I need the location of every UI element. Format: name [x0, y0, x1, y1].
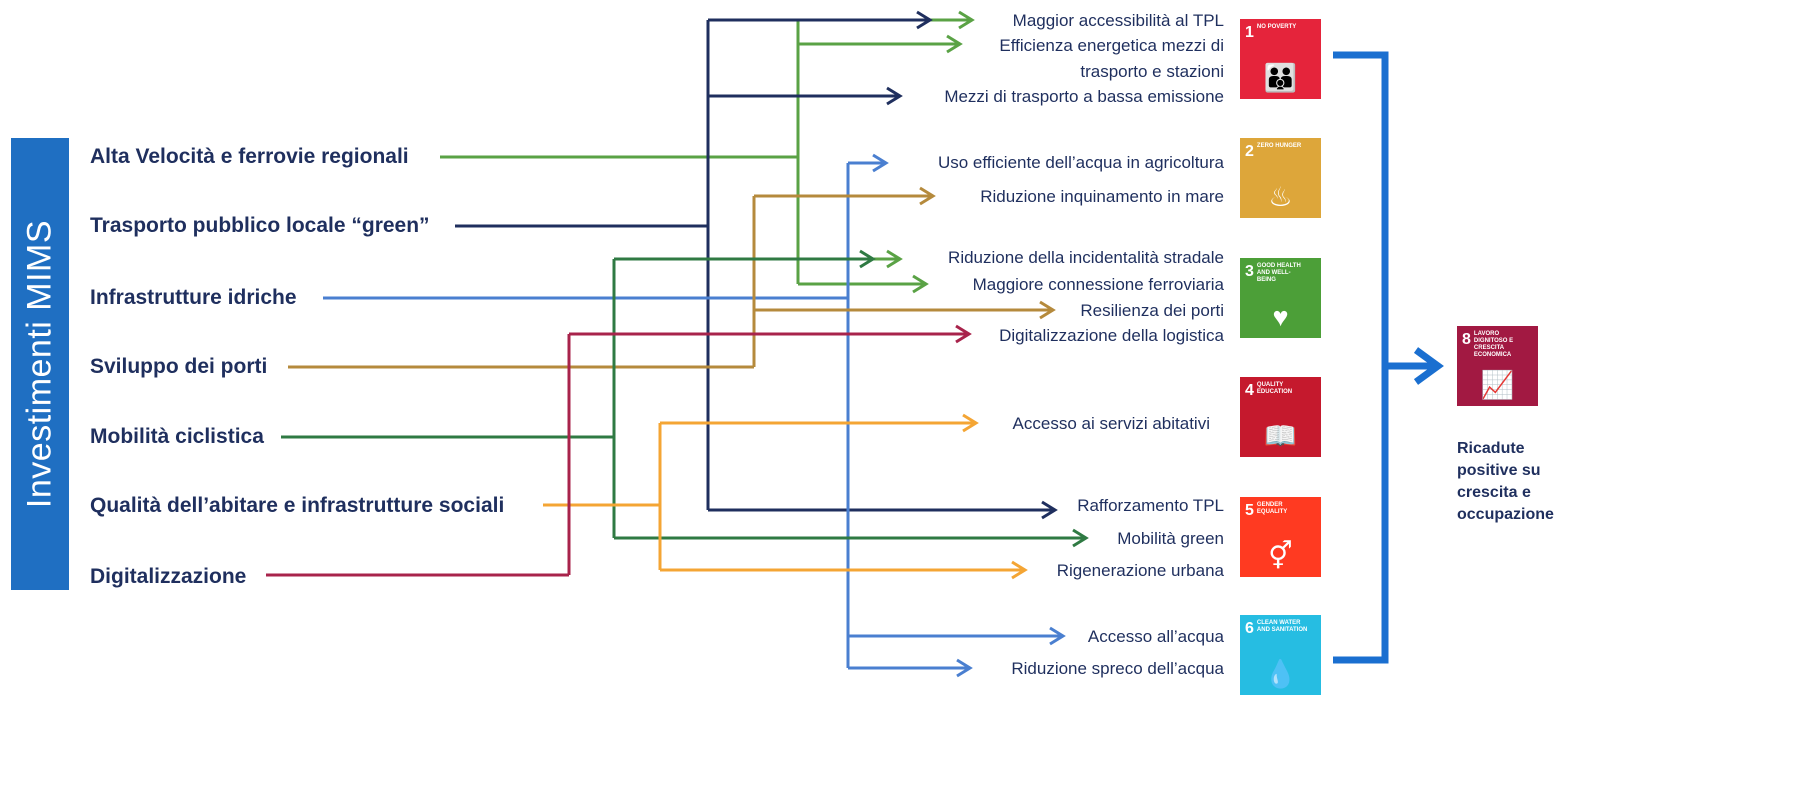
result-label-line: Ricadute [1457, 440, 1525, 457]
sdg-title: ZERO HUNGER [1256, 143, 1302, 149]
branch-arrow-head [916, 10, 933, 30]
sdg-number: 2 [1245, 143, 1254, 160]
investment-label: Digitalizzazione [90, 565, 247, 588]
branch-arrow-head [1039, 300, 1056, 320]
result-label-line: crescita e [1457, 484, 1531, 501]
outcome-label: Efficienza energetica mezzi di [999, 36, 1224, 55]
investment-label: Sviluppo dei porti [90, 355, 268, 378]
side-label: Investimenti MIMS [20, 219, 59, 509]
bracket-line [1333, 51, 1389, 664]
branch-arrow-head [956, 658, 973, 678]
result-label: Ricadute positive su crescita e occupazi… [1457, 438, 1554, 526]
investment-label: Mobilità ciclistica [90, 425, 264, 448]
investment-label: Infrastrutture idriche [90, 286, 297, 309]
outcome-label: Uso efficiente dell’acqua in agricoltura [937, 153, 1224, 172]
branch-arrow-head [912, 274, 929, 294]
outcome-label: Mezzi di trasporto a bassa emissione [944, 87, 1224, 106]
branch-arrow-head [946, 34, 963, 54]
sdg-number: 5 [1245, 502, 1254, 519]
branch-arrow-head [886, 86, 903, 106]
sdg-number: 1 [1245, 24, 1254, 41]
branch-arrow-head [955, 324, 972, 344]
sdg-title: GOOD HEALTH AND WELL-BEING [1256, 263, 1301, 283]
branch-arrow-head [919, 186, 936, 206]
branch-arrow-head [958, 10, 975, 30]
book-icon: 📖 [1263, 421, 1298, 451]
side-label-bar: Investimenti MIMS [11, 138, 69, 590]
sdg-title: NO POVERTY [1256, 24, 1297, 30]
branch-arrow-head [1011, 560, 1028, 580]
branch-arrow-head [1049, 626, 1066, 646]
outcome-label: Accesso all’acqua [1087, 627, 1224, 646]
growth-chart-icon: 📈 [1480, 370, 1515, 400]
outcome-label: Mobilità green [1117, 529, 1224, 548]
outcome-label: Maggiore connessione ferroviaria [972, 275, 1224, 294]
sdg-number: 3 [1245, 263, 1254, 280]
branch-arrow-head [962, 413, 979, 433]
branch-arrow-head [872, 153, 889, 173]
sdg-number: 4 [1245, 382, 1254, 399]
investment-label: Alta Velocità e ferrovie regionali [90, 145, 409, 168]
sdg-title: QUALITY EDUCATION [1256, 382, 1293, 395]
sdg-title: GENDER EQUALITY [1256, 502, 1288, 515]
outcome-label: trasporto e stazioni [1080, 62, 1224, 81]
result-label-line: positive su [1457, 462, 1541, 479]
family-icon: 👪 [1263, 63, 1298, 93]
outcome-label: Resilienza dei porti [1080, 301, 1224, 320]
bowl-icon: ♨ [1268, 182, 1293, 212]
outcome-label: Riduzione inquinamento in mare [980, 187, 1224, 206]
investment-label: Trasporto pubblico locale “green” [90, 214, 430, 237]
branch-arrow-head [1072, 528, 1089, 548]
bracket-arrow-head [1413, 347, 1444, 385]
sdg-number: 8 [1462, 331, 1471, 348]
sdg-number: 6 [1245, 620, 1254, 637]
sdg-title: LAVORO DIGNITOSO E CRESCITA ECONOMICA [1473, 331, 1514, 358]
branch-arrow-head [1041, 500, 1058, 520]
water-drop-icon: 💧 [1263, 659, 1298, 689]
outcome-label: Riduzione spreco dell’acqua [1011, 659, 1224, 678]
heartbeat-icon: ♥ [1272, 302, 1289, 332]
sdg-title: CLEAN WATER AND SANITATION [1256, 620, 1308, 633]
outcome-label: Rigenerazione urbana [1056, 561, 1224, 580]
result-label-line: occupazione [1457, 506, 1554, 523]
outcome-label: Accesso ai servizi abitativi [1012, 414, 1210, 433]
outcome-label: Digitalizzazione della logistica [999, 326, 1224, 345]
branch-arrow-head [886, 249, 903, 269]
gender-icon: ⚥ [1268, 541, 1293, 571]
investment-label: Qualità dell’abitare e infrastrutture so… [90, 494, 505, 517]
outcome-label: Rafforzamento TPL [1077, 496, 1224, 515]
outcome-label: Riduzione della incidentalità stradale [948, 248, 1224, 267]
branch-arrow-head [859, 249, 876, 269]
outcome-label: Maggior accessibilità al TPL [1012, 11, 1224, 30]
